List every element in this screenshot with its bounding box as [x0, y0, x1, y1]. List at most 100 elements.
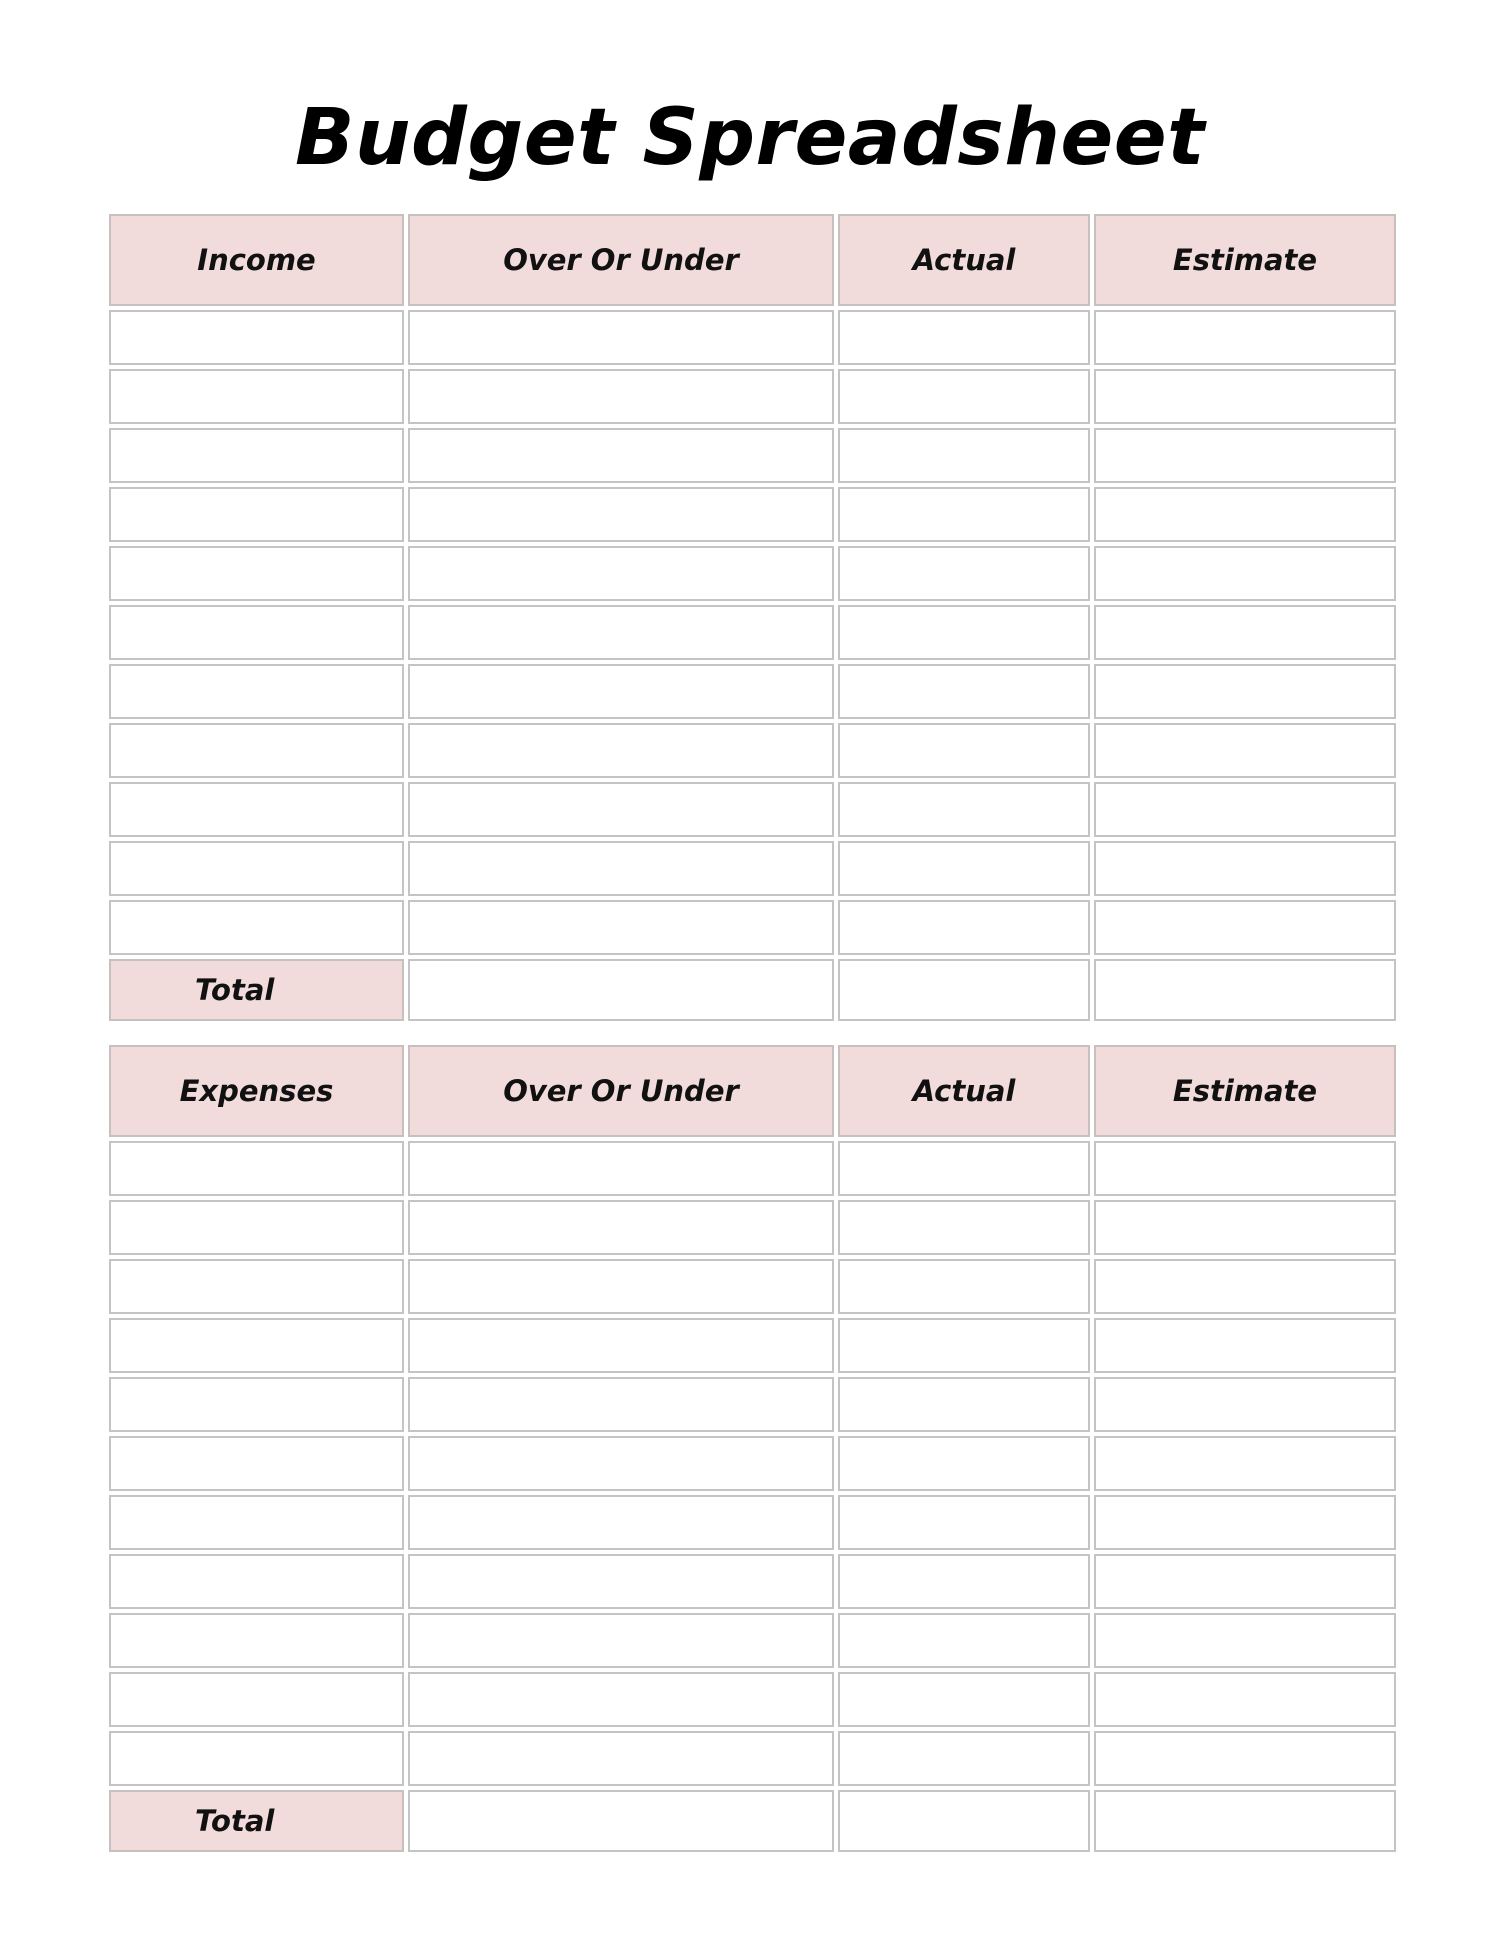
cell-value: [410, 371, 832, 422]
table-cell[interactable]: [1094, 1613, 1396, 1668]
table-cell[interactable]: [109, 1731, 404, 1786]
table-cell[interactable]: [109, 487, 404, 542]
table-cell[interactable]: [408, 1377, 834, 1432]
table-cell[interactable]: [838, 546, 1090, 601]
table-cell[interactable]: [109, 1672, 404, 1727]
table-cell[interactable]: [408, 310, 834, 365]
total-value-cell[interactable]: [1094, 1790, 1396, 1852]
table-cell[interactable]: [408, 1436, 834, 1491]
table-cell[interactable]: [838, 1259, 1090, 1314]
table-cell[interactable]: [1094, 369, 1396, 424]
table-cell[interactable]: [408, 723, 834, 778]
table-cell[interactable]: [838, 1495, 1090, 1550]
total-value-cell[interactable]: [408, 1790, 834, 1852]
table-cell[interactable]: [408, 1495, 834, 1550]
table-cell[interactable]: [838, 1613, 1090, 1668]
table-cell[interactable]: [1094, 1672, 1396, 1727]
table-cell[interactable]: [838, 782, 1090, 837]
table-cell[interactable]: [838, 605, 1090, 660]
table-cell[interactable]: [838, 310, 1090, 365]
column-header-label: Actual: [912, 243, 1016, 277]
table-cell[interactable]: [408, 487, 834, 542]
total-value: [410, 961, 832, 1019]
table-cell[interactable]: [1094, 1554, 1396, 1609]
table-cell[interactable]: [838, 1200, 1090, 1255]
table-cell[interactable]: [109, 841, 404, 896]
table-cell[interactable]: [109, 1554, 404, 1609]
table-cell[interactable]: [408, 546, 834, 601]
table-cell[interactable]: [408, 782, 834, 837]
table-cell[interactable]: [1094, 1436, 1396, 1491]
table-cell[interactable]: [838, 1672, 1090, 1727]
cell-value: [840, 1556, 1088, 1607]
table-cell[interactable]: [408, 1672, 834, 1727]
table-cell[interactable]: [408, 1200, 834, 1255]
table-cell[interactable]: [1094, 605, 1396, 660]
table-cell[interactable]: [1094, 310, 1396, 365]
table-cell[interactable]: [1094, 841, 1396, 896]
table-cell[interactable]: [1094, 546, 1396, 601]
table-cell[interactable]: [838, 1141, 1090, 1196]
table-cell[interactable]: [1094, 782, 1396, 837]
table-cell[interactable]: [109, 1436, 404, 1491]
table-cell[interactable]: [408, 1554, 834, 1609]
table-cell[interactable]: [1094, 723, 1396, 778]
table-cell[interactable]: [109, 900, 404, 955]
table-cell[interactable]: [109, 546, 404, 601]
table-cell[interactable]: [109, 1495, 404, 1550]
table-row: [109, 546, 1396, 605]
table-cell[interactable]: [408, 1318, 834, 1373]
table-cell[interactable]: [838, 487, 1090, 542]
table-cell[interactable]: [109, 1613, 404, 1668]
table-cell[interactable]: [1094, 1377, 1396, 1432]
table-cell[interactable]: [1094, 1141, 1396, 1196]
table-cell[interactable]: [838, 841, 1090, 896]
table-cell[interactable]: [838, 1731, 1090, 1786]
table-cell[interactable]: [838, 664, 1090, 719]
table-cell[interactable]: [1094, 1259, 1396, 1314]
table-cell[interactable]: [408, 1613, 834, 1668]
table-cell[interactable]: [109, 310, 404, 365]
table-cell[interactable]: [838, 1377, 1090, 1432]
table-cell[interactable]: [109, 1141, 404, 1196]
table-cell[interactable]: [408, 1141, 834, 1196]
table-cell[interactable]: [109, 1200, 404, 1255]
total-value-cell[interactable]: [838, 959, 1090, 1021]
table-cell[interactable]: [408, 369, 834, 424]
table-cell[interactable]: [1094, 664, 1396, 719]
table-cell[interactable]: [838, 369, 1090, 424]
total-value-cell[interactable]: [408, 959, 834, 1021]
table-cell[interactable]: [109, 723, 404, 778]
table-cell[interactable]: [1094, 1731, 1396, 1786]
total-value-cell[interactable]: [838, 1790, 1090, 1852]
table-cell[interactable]: [109, 1318, 404, 1373]
table-cell[interactable]: [109, 664, 404, 719]
table-cell[interactable]: [1094, 1200, 1396, 1255]
table-cell[interactable]: [1094, 900, 1396, 955]
table-cell[interactable]: [109, 369, 404, 424]
total-value-cell[interactable]: [1094, 959, 1396, 1021]
table-cell[interactable]: [408, 841, 834, 896]
table-cell[interactable]: [109, 1377, 404, 1432]
table-cell[interactable]: [109, 1259, 404, 1314]
table-cell[interactable]: [838, 900, 1090, 955]
table-cell[interactable]: [109, 605, 404, 660]
table-cell[interactable]: [1094, 428, 1396, 483]
table-cell[interactable]: [109, 428, 404, 483]
table-row: [109, 487, 1396, 546]
table-cell[interactable]: [838, 1318, 1090, 1373]
table-cell[interactable]: [1094, 1495, 1396, 1550]
table-cell[interactable]: [838, 1554, 1090, 1609]
table-cell[interactable]: [408, 428, 834, 483]
table-cell[interactable]: [408, 1259, 834, 1314]
table-cell[interactable]: [1094, 487, 1396, 542]
table-cell[interactable]: [408, 1731, 834, 1786]
table-cell[interactable]: [408, 605, 834, 660]
table-cell[interactable]: [1094, 1318, 1396, 1373]
table-cell[interactable]: [838, 1436, 1090, 1491]
table-cell[interactable]: [838, 428, 1090, 483]
table-cell[interactable]: [109, 782, 404, 837]
table-cell[interactable]: [838, 723, 1090, 778]
table-cell[interactable]: [408, 664, 834, 719]
table-cell[interactable]: [408, 900, 834, 955]
